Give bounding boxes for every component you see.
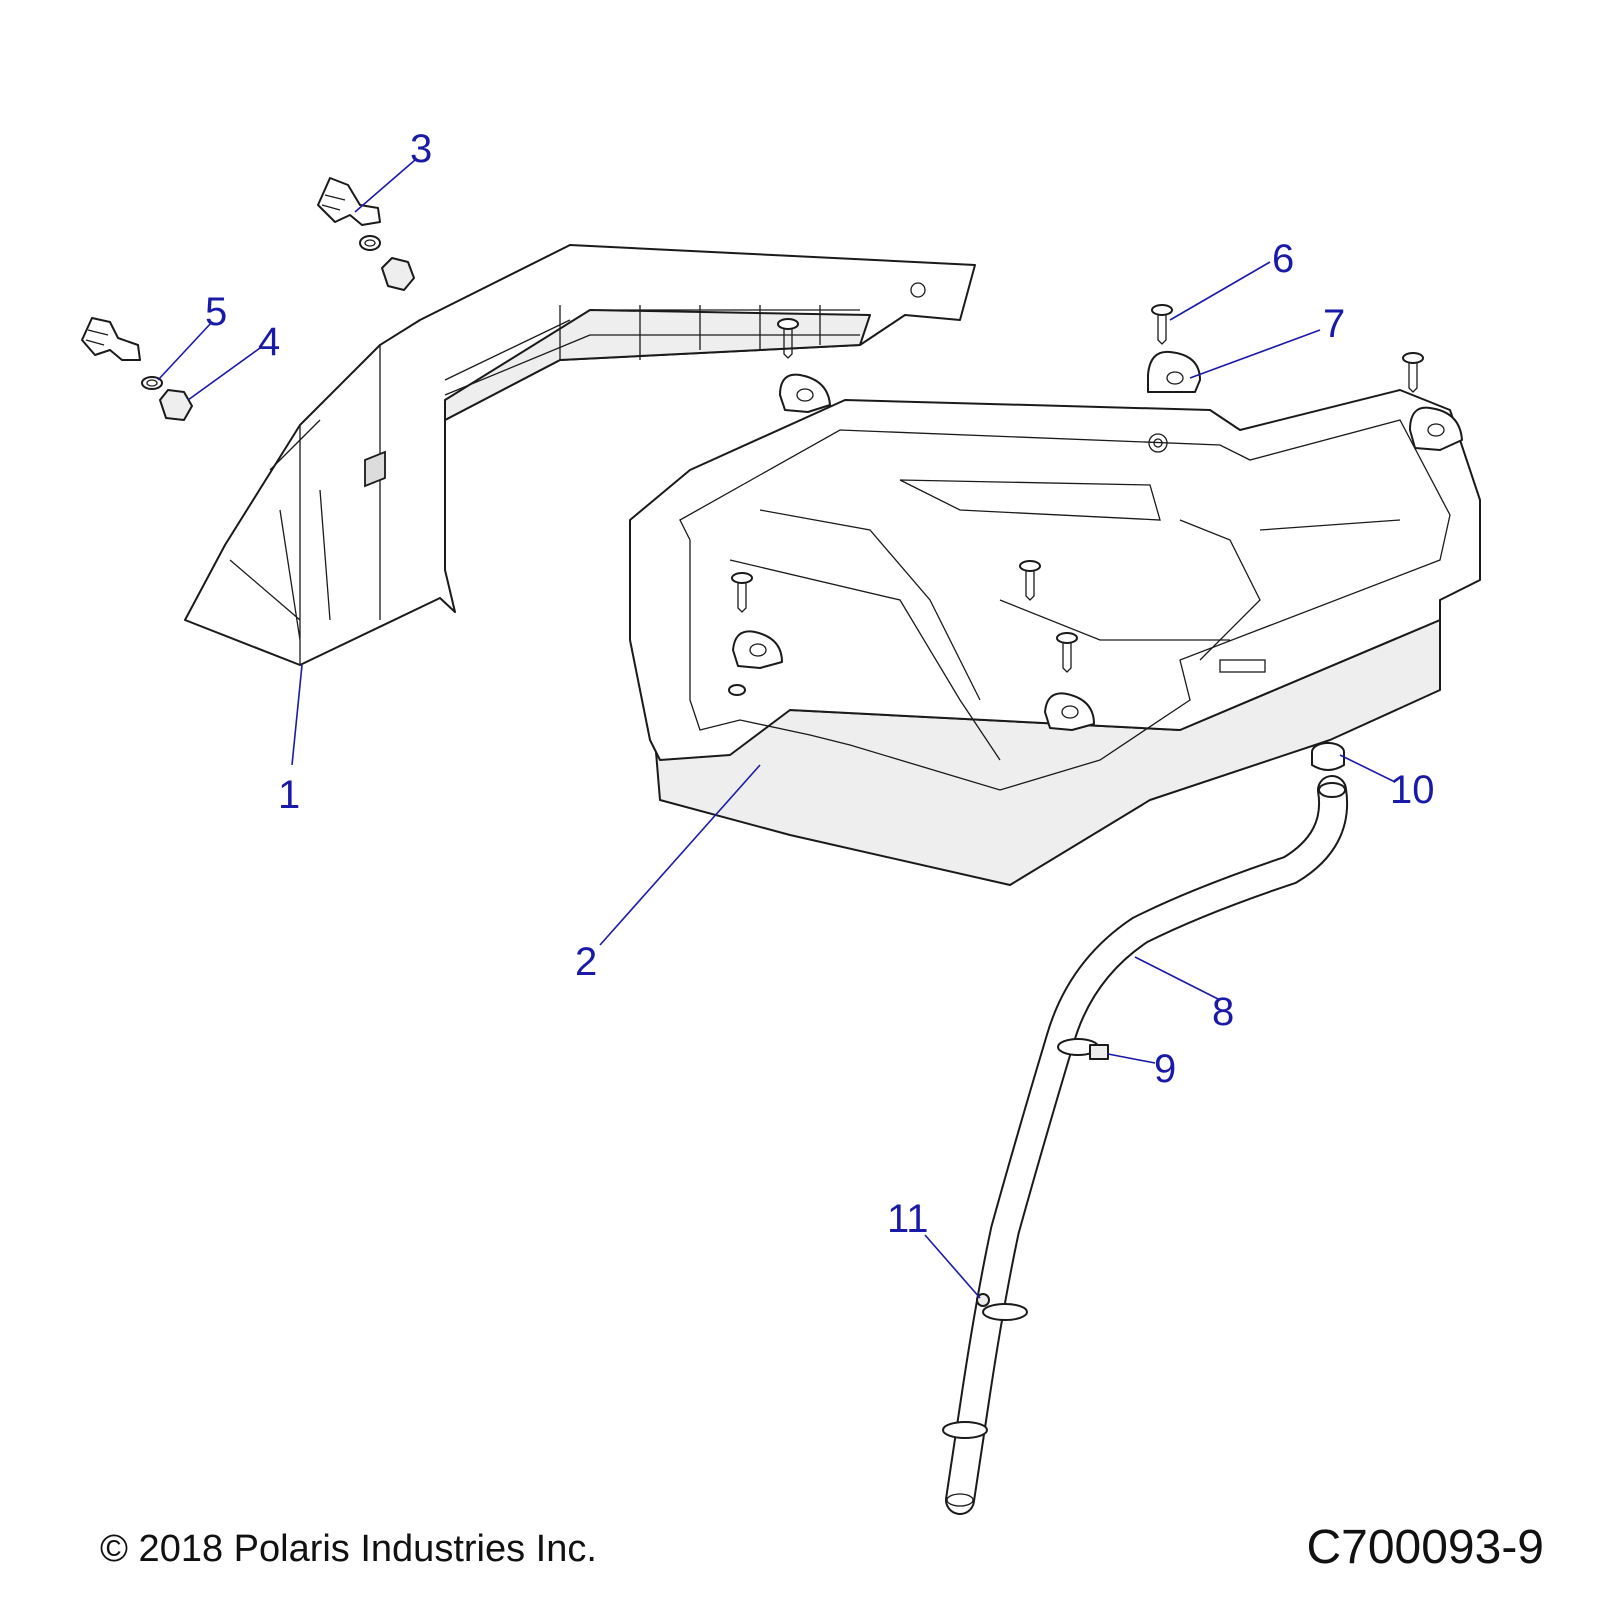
part-6-screws [728,304,1424,696]
callout-8: 8 [1212,990,1234,1034]
callout-3: 3 [410,127,432,171]
leader-2 [599,764,761,946]
callout-11: 11 [887,1197,929,1241]
leader-6 [1169,261,1271,321]
callout-9: 9 [1154,1047,1176,1091]
callout-6: 6 [1272,237,1294,281]
callout-4: 4 [258,320,280,364]
part-5-washer [81,317,163,390]
part-2-cargo-box [629,389,1481,886]
part-1-side-panel [184,244,976,666]
callout-5: 5 [205,290,227,334]
leader-9 [1107,1053,1156,1064]
callout-10: 10 [1390,768,1435,812]
leader-3 [354,159,416,213]
copyright-notice: © 2018 Polaris Industries Inc. [100,1528,597,1570]
figure-id: C700093-9 [1306,1521,1544,1574]
leader-8 [1134,956,1221,1001]
leader-11 [924,1234,981,1299]
part-4-nut [159,389,193,421]
part-3-latch [317,177,415,291]
callout-2: 2 [575,940,597,984]
part-8-hose [945,775,1348,1515]
part-9-clamp [1057,1038,1109,1060]
leader-4 [187,347,261,401]
callout-7: 7 [1323,302,1345,346]
leader-10 [1339,754,1396,783]
part-10-clamp [1311,742,1345,771]
leader-5 [157,321,213,381]
callout-1: 1 [278,773,300,817]
part-7-tie-downs [732,350,1463,731]
leader-1 [291,664,303,766]
leader-7 [1189,329,1321,379]
